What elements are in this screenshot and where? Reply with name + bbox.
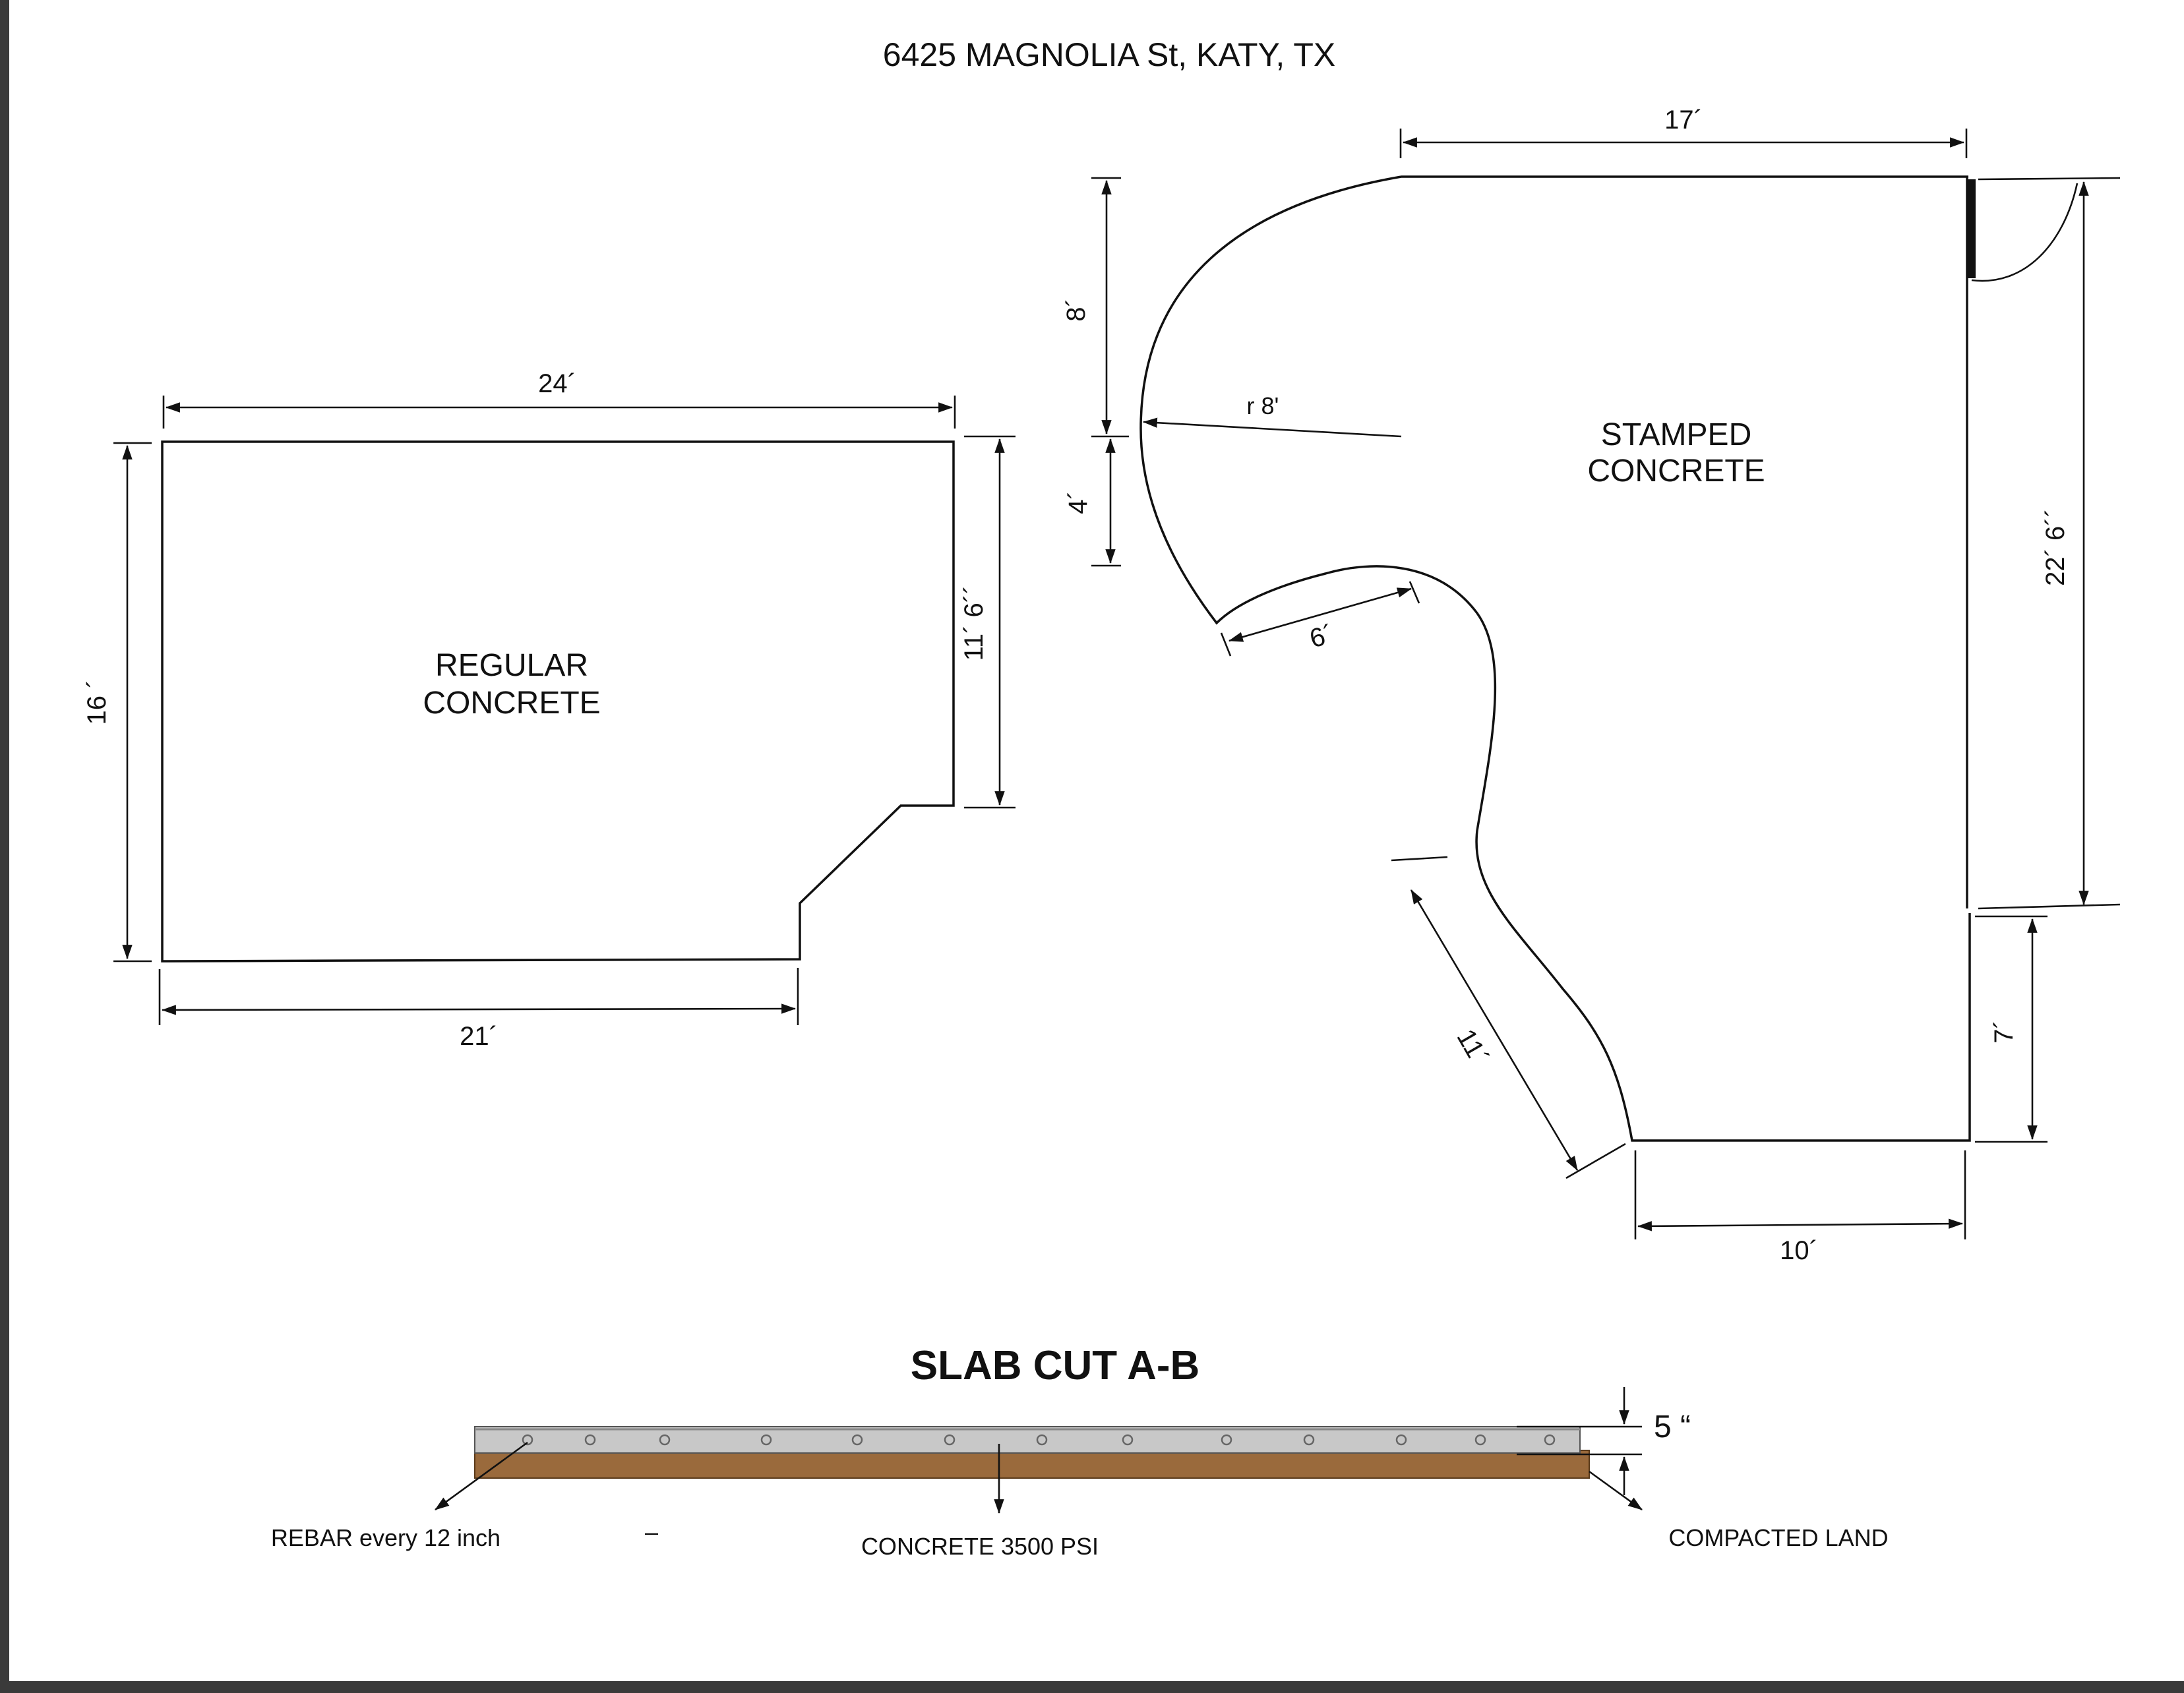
slab-thickness-dim: 5 “ bbox=[1517, 1387, 1691, 1495]
stray-dash: – bbox=[645, 1518, 658, 1545]
stamped-dim-curve-label: 6´ bbox=[1306, 619, 1337, 653]
regular-label-line1: REGULAR bbox=[435, 648, 588, 683]
regular-dim-right: 11´ 6´´ bbox=[959, 435, 1016, 809]
regular-concrete-outline bbox=[161, 440, 955, 963]
stamped-dim-right-long-label: 22´ 6´´ bbox=[2041, 508, 2070, 586]
regular-dim-bottom: 21´ bbox=[158, 968, 799, 1051]
concrete-layer bbox=[474, 1426, 1581, 1454]
regular-label-line2: CONCRETE bbox=[423, 686, 600, 721]
slab-cut-section: SLAB CUT A-B 5 “ REBAR every 12 inch – C… bbox=[271, 1343, 1889, 1560]
slab-thickness-label: 5 “ bbox=[1654, 1410, 1691, 1444]
regular-dim-top-label: 24´ bbox=[538, 369, 576, 398]
stamped-dim-right-short: 7´ bbox=[1975, 915, 2048, 1143]
regular-dim-right-label: 11´ 6´´ bbox=[959, 585, 988, 661]
rebar-label: REBAR every 12 inch bbox=[271, 1524, 501, 1551]
soil-layer bbox=[474, 1450, 1590, 1479]
stamped-dim-bottom: 10´ bbox=[1634, 1150, 1966, 1265]
drawing-sheet: 6425 MAGNOLIA St, KATY, TX REGULAR CONCR… bbox=[9, 0, 2184, 1681]
stamped-dim-curve: 6´ bbox=[1220, 581, 1420, 657]
stamped-dim-left-upper-label: 8´ bbox=[1062, 298, 1091, 322]
stamped-dim-top: 17´ bbox=[1399, 105, 1968, 158]
stamped-radius-label: r 8' bbox=[1247, 392, 1279, 419]
stamped-dim-left-lower-label: 4´ bbox=[1064, 490, 1093, 514]
stamped-dim-right-long: 22´ 6´´ bbox=[1978, 177, 2121, 910]
stamped-label-line2: CONCRETE bbox=[1587, 454, 1765, 489]
regular-dim-top: 24´ bbox=[162, 369, 956, 429]
address-title: 6425 MAGNOLIA St, KATY, TX bbox=[883, 36, 1335, 73]
stamped-dim-diagonal-label: 11´ bbox=[1451, 1025, 1494, 1070]
regular-concrete-area: REGULAR CONCRETE 24´ 16 ´ 11´ 6´´ bbox=[82, 369, 1016, 1051]
stamped-concrete-area: STAMPED CONCRETE 17´ 8´ 4´ r 8' bbox=[1062, 105, 2121, 1265]
compacted-land-label: COMPACTED LAND bbox=[1668, 1524, 1888, 1551]
stamped-dim-top-label: 17´ bbox=[1664, 105, 1703, 134]
door-swing bbox=[1968, 179, 2078, 282]
slab-cut-title: SLAB CUT A-B bbox=[911, 1343, 1200, 1388]
concrete-psi-label: CONCRETE 3500 PSI bbox=[861, 1533, 1099, 1560]
stamped-concrete-outline bbox=[1139, 175, 1971, 1142]
rebar-row bbox=[522, 1434, 1556, 1446]
regular-dim-left: 16 ´ bbox=[82, 442, 152, 963]
regular-dim-bottom-label: 21´ bbox=[460, 1022, 498, 1051]
stamped-radius: r 8' bbox=[1142, 392, 1402, 438]
stamped-dim-bottom-label: 10´ bbox=[1780, 1236, 1818, 1265]
stamped-dim-left: 8´ 4´ bbox=[1062, 177, 1129, 567]
stamped-label-line1: STAMPED bbox=[1601, 417, 1751, 452]
regular-dim-left-label: 16 ´ bbox=[82, 680, 111, 725]
stamped-dim-diagonal: 11´ bbox=[1391, 856, 1626, 1179]
stamped-dim-right-short-label: 7´ bbox=[1989, 1020, 2018, 1044]
site-plan-drawing: 6425 MAGNOLIA St, KATY, TX REGULAR CONCR… bbox=[82, 36, 2121, 1560]
